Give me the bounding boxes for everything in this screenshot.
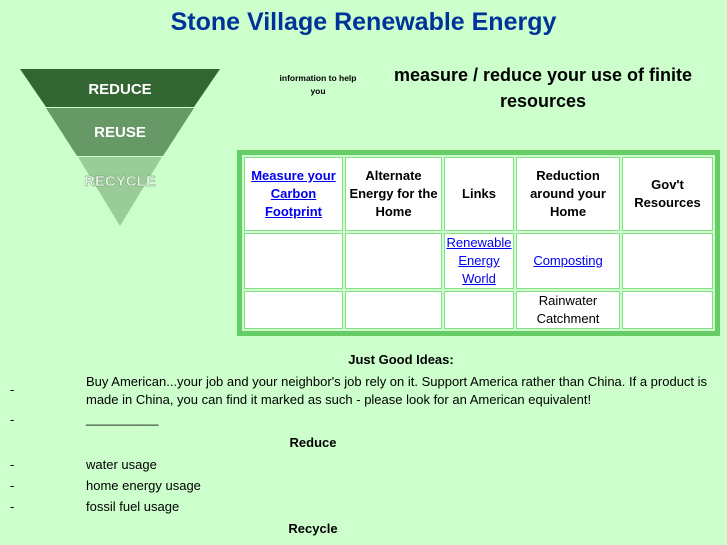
- list-item: fossil fuel usage: [86, 499, 180, 514]
- table-header-cell: Links: [444, 157, 514, 231]
- table-header-cell: Alternate Energy for the Home: [345, 157, 442, 231]
- pyramid-reduce-tier: [20, 69, 220, 107]
- recycle-heading: Recycle: [288, 521, 338, 536]
- bullet-dash: -: [10, 499, 15, 514]
- list-item: Buy American...your job and your neighbo…: [86, 374, 708, 407]
- bullet-dash: -: [10, 478, 15, 493]
- bullet-dash: -: [10, 382, 15, 397]
- table-header-cell: Reduction around your Home: [516, 157, 620, 231]
- pyramid-recycle-tier: [78, 157, 162, 226]
- table-row: Renewable Energy World Composting: [244, 233, 713, 289]
- resources-table: Measure your Carbon Footprint Alternate …: [237, 150, 720, 336]
- table-cell: [622, 291, 713, 329]
- table-cell: [345, 233, 442, 289]
- ideas-heading: Just Good Ideas:: [348, 352, 454, 367]
- table-header-cell: Gov't Resources: [622, 157, 713, 231]
- renewable-energy-world-link[interactable]: Renewable Energy World: [446, 235, 512, 286]
- pyramid-reuse-tier: [46, 108, 194, 156]
- composting-link[interactable]: Composting: [533, 253, 603, 268]
- measure-carbon-footprint-link[interactable]: Measure your Carbon Footprint: [251, 168, 336, 219]
- headline: measure / reduce your use of finite reso…: [393, 65, 693, 111]
- list-item: __________: [86, 411, 159, 426]
- reduce-reuse-recycle-pyramid: REDUCE REUSE RECYCLE: [20, 69, 220, 226]
- page-title: Stone Village Renewable Energy: [170, 8, 557, 36]
- pyramid-label-reuse: REUSE: [94, 124, 146, 141]
- list-item: water usage: [86, 457, 157, 472]
- table-row: Measure your Carbon Footprint Alternate …: [244, 157, 713, 231]
- pyramid-label-reduce: REDUCE: [88, 81, 151, 98]
- reduce-heading: Reduce: [289, 435, 337, 450]
- info-caption: information to help you: [279, 73, 357, 96]
- pyramid-label-recycle: RECYCLE: [84, 173, 156, 190]
- table-row: Rainwater Catchment: [244, 291, 713, 329]
- table-cell: [244, 291, 343, 329]
- bullet-dash: -: [10, 412, 15, 427]
- list-item: home energy usage: [86, 478, 201, 493]
- table-cell: [444, 291, 514, 329]
- table-cell: [244, 233, 343, 289]
- table-cell: [622, 233, 713, 289]
- table-cell: Rainwater Catchment: [516, 291, 620, 329]
- bullet-dash: -: [10, 457, 15, 472]
- table-cell: [345, 291, 442, 329]
